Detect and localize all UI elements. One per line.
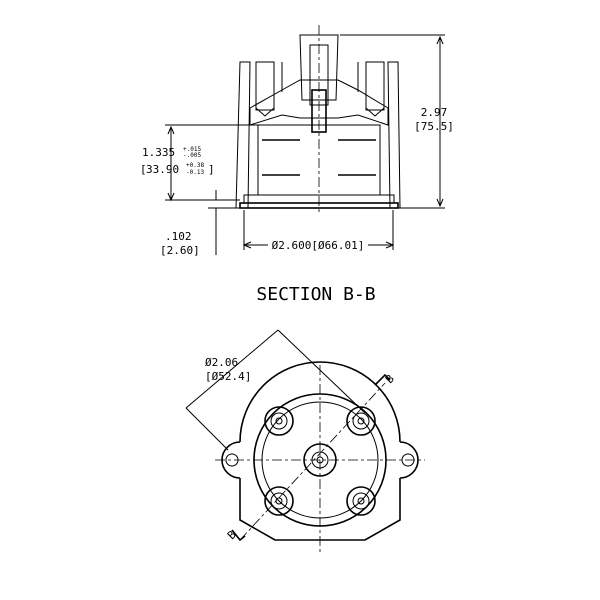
right-wall — [387, 61, 401, 209]
lip-dim-mm: [2.60] — [160, 244, 200, 257]
towers — [264, 406, 376, 516]
depth-dim-mm: 33.90 — [146, 163, 179, 176]
center-post — [299, 34, 339, 101]
depth-dim: 1.335 — [142, 146, 175, 159]
section-view: 2.97 [75.5] 1.335 +.015 -.005 [ 33.90 +0… — [140, 25, 454, 305]
lip-dim: .102 — [165, 230, 192, 243]
bolt-circle-dim: Ø2.06 — [205, 356, 238, 369]
depth-mm-tol-minus: -0.13 — [186, 169, 204, 176]
height-dim: 2.97 — [421, 106, 448, 119]
bracket: [ — [140, 163, 147, 176]
bracket: ] — [208, 163, 215, 176]
depth-tol-plus: +.015 — [183, 146, 201, 153]
hub — [249, 79, 389, 126]
section-title: SECTION B-B — [256, 284, 375, 305]
depth-mm-tol-plus: +0.38 — [186, 162, 204, 169]
left-wall — [235, 61, 251, 209]
section-label-top: B — [383, 372, 397, 386]
depth-tol-minus: -.005 — [183, 152, 201, 159]
height-dim-mm: [75.5] — [414, 120, 454, 133]
plan-view: B B Ø2.06 [Ø52.4] — [185, 329, 425, 555]
diameter-dim: Ø2.600[Ø66.01] — [272, 239, 365, 252]
bolt-circle-dim-mm: [Ø52.4] — [205, 370, 251, 383]
